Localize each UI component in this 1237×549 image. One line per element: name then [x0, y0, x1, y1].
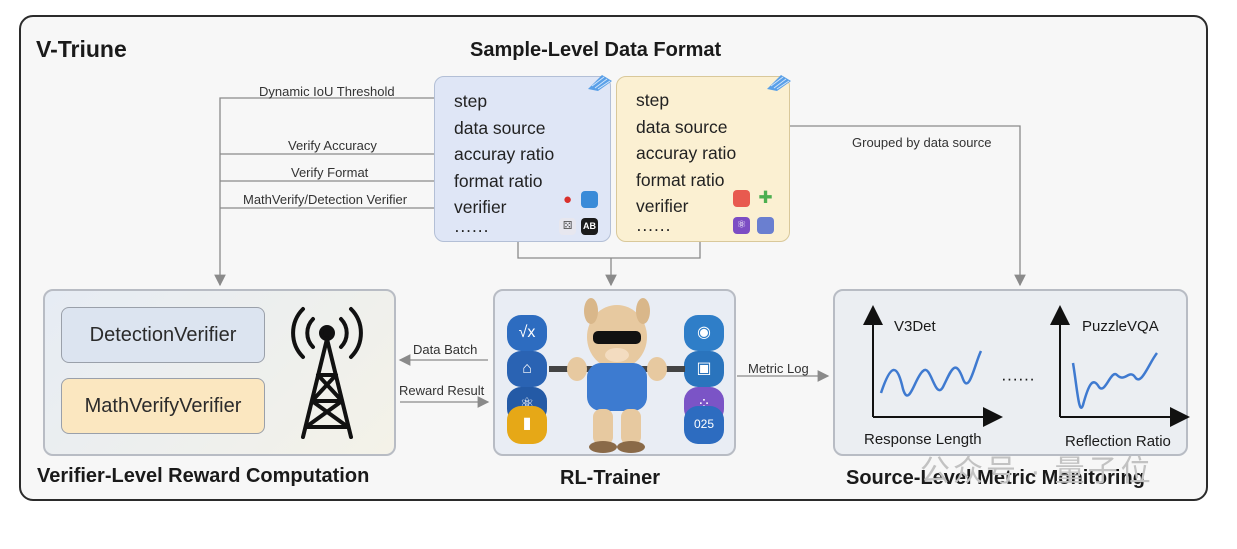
pin-icon: ●	[562, 191, 573, 208]
plot1-name: V3Det	[894, 318, 936, 335]
counter-icon: 025	[684, 406, 724, 444]
sample-card-blue: step data source accuray ratio format ra…	[434, 75, 612, 242]
plot2-curve	[1071, 352, 1159, 409]
verifier-panel-title: Verifier-Level Reward Computation	[37, 465, 370, 487]
sample-format-title: Sample-Level Data Format	[470, 39, 722, 61]
field-ellipsis: ······	[454, 219, 489, 240]
atom-icon: ⚛	[733, 217, 750, 234]
verifier-panel: DetectionVerifier MathVerifyVerifier	[43, 289, 396, 456]
tower-icon	[291, 307, 363, 439]
watermark: 公众号 · 量子位	[920, 455, 1154, 488]
puzzle-icon: ✚	[758, 188, 773, 207]
label-reward-result: Reward Result	[399, 383, 485, 398]
plot1-curve	[879, 350, 983, 397]
field-data-source: data source	[636, 116, 728, 137]
plot2-xlabel: Reflection Ratio	[1065, 433, 1171, 450]
ab-icon: AB	[581, 218, 598, 235]
field-accuracy-ratio: accuray ratio	[636, 143, 737, 163]
field-verifier: verifier	[636, 196, 689, 216]
detection-verifier-box: DetectionVerifier	[61, 307, 265, 363]
label-mathverify-detection: MathVerify/Detection Verifier	[243, 192, 408, 207]
table-icon	[733, 190, 750, 207]
field-verifier: verifier	[454, 197, 507, 217]
llama-mascot	[549, 298, 685, 453]
pin-icon: ◉	[684, 315, 724, 351]
field-format-ratio: format ratio	[636, 169, 725, 190]
mathverify-verifier-box: MathVerifyVerifier	[61, 378, 265, 434]
sample-card-yellow: step data source accuray ratio format ra…	[616, 75, 791, 242]
field-format-ratio: format ratio	[454, 170, 543, 191]
chart-icon: ▮	[507, 406, 547, 444]
house-icon: ⌂	[507, 351, 547, 387]
label-metric-log: Metric Log	[748, 361, 809, 376]
plot2-name: PuzzleVQA	[1082, 318, 1159, 335]
field-ellipsis: ······	[636, 218, 671, 239]
image-icon: ▣	[684, 351, 724, 387]
plot-ellipsis: ······	[1001, 369, 1035, 388]
monitor-panel: V3Det Response Length PuzzleVQA Reflecti…	[833, 289, 1190, 456]
chip-icon	[588, 75, 612, 91]
trainer-title: RL-Trainer	[560, 467, 661, 489]
label-grouped-by-source: Grouped by data source	[852, 135, 992, 150]
field-step: step	[636, 90, 670, 110]
trainer-panel: √x ⌂ ⚛ ▮ ◉ ▣ ⁘ 025	[493, 289, 736, 456]
field-data-source: data source	[454, 117, 546, 138]
field-accuracy-ratio: accuray ratio	[454, 144, 555, 164]
label-verify-accuracy: Verify Accuracy	[288, 138, 377, 153]
monitor-title: Source-Level Metric Monitoring	[846, 467, 1145, 489]
sqrt-icon: √x	[507, 315, 547, 351]
plot1-xlabel: Response Length	[864, 431, 982, 448]
dice-icon: ⚄	[559, 218, 576, 235]
sample-fields-blue: step data source accuray ratio format ra…	[454, 88, 554, 239]
label-dynamic-iou: Dynamic IoU Threshold	[259, 84, 395, 99]
label-data-batch: Data Batch	[413, 342, 478, 357]
image-icon	[581, 191, 598, 208]
field-step: step	[454, 91, 488, 111]
sample-fields-yellow: step data source accuray ratio format ra…	[636, 87, 736, 238]
bar-chart-icon	[757, 217, 774, 234]
monitor-plots	[863, 305, 1190, 427]
label-verify-format: Verify Format	[291, 165, 369, 180]
diagram-title: V-Triune	[36, 36, 127, 62]
chip-icon	[767, 75, 791, 91]
